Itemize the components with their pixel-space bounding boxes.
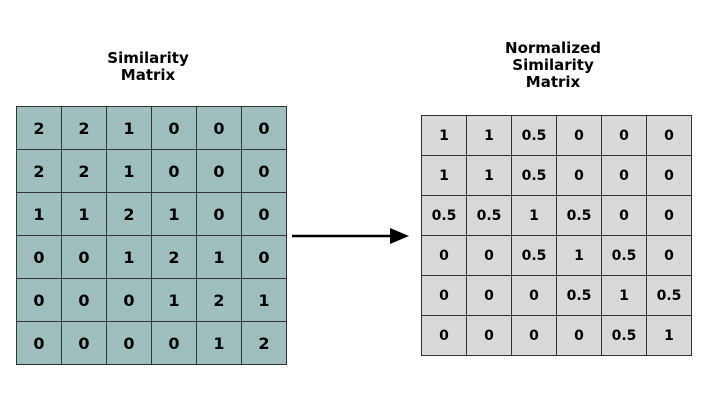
matrix-cell: 0: [421, 315, 467, 356]
matrix-cell: 0: [196, 192, 242, 236]
matrix-cell: 1: [196, 235, 242, 279]
matrix-cell: 0: [601, 115, 647, 156]
matrix-cell: 0.5: [421, 195, 467, 236]
matrix-cell: 1: [421, 115, 467, 156]
matrix-cell: 1: [106, 106, 152, 150]
matrix-cell: 0: [421, 275, 467, 316]
matrix-cell: 2: [196, 278, 242, 322]
matrix-cell: 0: [511, 315, 557, 356]
matrix-cell: 2: [16, 149, 62, 193]
matrix-cell: 1: [151, 192, 197, 236]
matrix-cell: 1: [196, 321, 242, 365]
matrix-cell: 2: [16, 106, 62, 150]
title-line: Normalized: [505, 39, 601, 57]
matrix-cell: 0: [601, 195, 647, 236]
matrix-cell: 0: [106, 278, 152, 322]
matrix-cell: 0.5: [511, 115, 557, 156]
matrix-cell: 0: [16, 235, 62, 279]
matrix-cell: 1: [511, 195, 557, 236]
matrix-cell: 1: [556, 235, 602, 276]
matrix-cell: 1: [601, 275, 647, 316]
matrix-cell: 1: [16, 192, 62, 236]
matrix-cell: 0: [151, 149, 197, 193]
title-line: Similarity: [512, 56, 594, 74]
matrix-cell: 0: [16, 278, 62, 322]
matrix-cell: 2: [61, 149, 107, 193]
matrix-cell: 1: [421, 155, 467, 196]
matrix-cell: 0: [151, 106, 197, 150]
matrix-cell: 0: [646, 235, 692, 276]
matrix-cell: 0: [466, 235, 512, 276]
matrix-cell: 0: [556, 315, 602, 356]
matrix-cell: 0: [241, 192, 287, 236]
matrix-cell: 0: [241, 235, 287, 279]
matrix-cell: 0: [511, 275, 557, 316]
matrix-cell: 0.5: [556, 275, 602, 316]
matrix-cell: 0: [196, 149, 242, 193]
matrix-cell: 0.5: [511, 235, 557, 276]
similarity-matrix-title: Similarity Matrix: [48, 50, 248, 84]
matrix-cell: 0: [241, 106, 287, 150]
matrix-cell: 1: [646, 315, 692, 356]
matrix-cell: 0.5: [601, 235, 647, 276]
matrix-cell: 0: [196, 106, 242, 150]
matrix-cell: 0: [601, 155, 647, 196]
matrix-cell: 2: [106, 192, 152, 236]
matrix-cell: 2: [151, 235, 197, 279]
matrix-cell: 0: [16, 321, 62, 365]
matrix-cell: 0: [466, 315, 512, 356]
matrix-cell: 0.5: [511, 155, 557, 196]
title-line: Similarity: [107, 49, 189, 67]
matrix-cell: 1: [106, 235, 152, 279]
matrix-cell: 1: [61, 192, 107, 236]
matrix-cell: 0: [241, 149, 287, 193]
arrow-right-icon: [292, 228, 409, 244]
matrix-cell: 0: [556, 115, 602, 156]
normalized-similarity-matrix-title: Normalized Similarity Matrix: [453, 40, 653, 91]
title-line: Matrix: [120, 66, 176, 84]
matrix-cell: 0: [646, 195, 692, 236]
matrix-cell: 0: [556, 155, 602, 196]
title-line: Matrix: [525, 73, 581, 91]
matrix-cell: 0: [106, 321, 152, 365]
matrix-cell: 0: [61, 321, 107, 365]
matrix-cell: 1: [241, 278, 287, 322]
matrix-cell: 0.5: [466, 195, 512, 236]
matrix-cell: 0: [466, 275, 512, 316]
matrix-cell: 0.5: [646, 275, 692, 316]
matrix-cell: 0: [151, 321, 197, 365]
matrix-cell: 0: [646, 155, 692, 196]
matrix-cell: 0.5: [601, 315, 647, 356]
matrix-cell: 0: [646, 115, 692, 156]
matrix-cell: 1: [151, 278, 197, 322]
matrix-cell: 1: [466, 115, 512, 156]
matrix-cell: 1: [106, 149, 152, 193]
matrix-cell: 2: [241, 321, 287, 365]
matrix-cell: 0: [61, 235, 107, 279]
matrix-cell: 2: [61, 106, 107, 150]
matrix-cell: 1: [466, 155, 512, 196]
matrix-cell: 0.5: [556, 195, 602, 236]
matrix-cell: 0: [421, 235, 467, 276]
matrix-cell: 0: [61, 278, 107, 322]
